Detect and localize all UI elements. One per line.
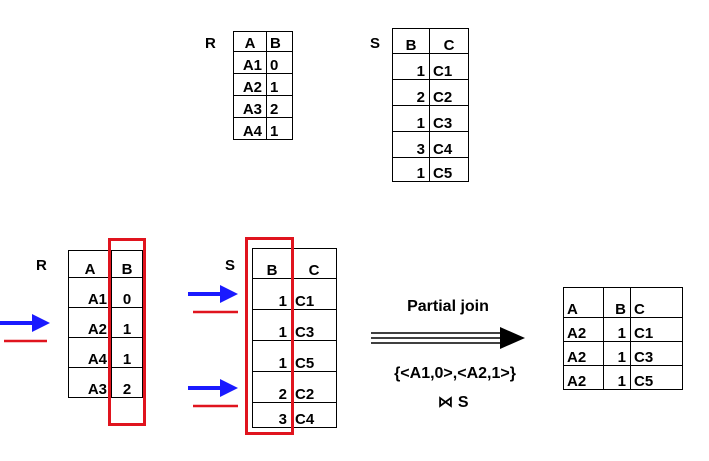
cell-a: A2 (233, 73, 267, 96)
cell-c: C3 (429, 105, 469, 132)
cell-b: 3 (392, 131, 430, 158)
cell-a: A1 (233, 51, 267, 74)
r-b-column-highlight (108, 238, 146, 426)
cell-b: 1 (603, 317, 631, 342)
cell-c: C1 (630, 317, 683, 342)
table-row: A1 0 (68, 277, 143, 308)
table-row: A2 1 C5 (563, 365, 683, 390)
header-b: B (603, 287, 631, 318)
s-pointer-arrow-1-icon (188, 285, 238, 303)
cell-b: 2 (111, 367, 143, 398)
cell-a: A3 (68, 367, 112, 398)
header-b: B (111, 250, 143, 278)
table-row: 1 C5 (392, 157, 469, 182)
table-row: 3 C4 (252, 402, 337, 428)
cell-a: A2 (563, 341, 604, 366)
join-with-s: ⋈ S (437, 394, 469, 411)
table-row: A4 1 (233, 117, 293, 140)
partial-join-arrow-icon (371, 327, 525, 349)
table-row: A2 1 C3 (563, 341, 683, 366)
cell-b: 1 (266, 117, 293, 140)
cell-b: 1 (111, 337, 143, 368)
table-row: 3 C4 (392, 131, 469, 158)
bottom-r-label: R (36, 257, 47, 274)
header-c: C (630, 287, 683, 318)
cell-c: C4 (429, 131, 469, 158)
cell-c: C4 (291, 402, 337, 428)
table-row: A3 2 (233, 95, 293, 118)
cell-c: C3 (291, 309, 337, 341)
top-s-table: B C 1 C1 2 C2 1 C3 3 C4 1 C5 (392, 28, 469, 182)
cell-a: A4 (233, 117, 267, 140)
cell-b: 1 (252, 309, 292, 341)
partial-join-label: Partial join (407, 298, 489, 315)
table-row: 1 C3 (392, 105, 469, 132)
bottom-s-table: B C 1 C1 1 C3 1 C5 2 C2 3 C4 (252, 248, 337, 428)
table-row: A2 1 (233, 73, 293, 96)
bottom-r-table: A B A1 0 A2 1 A4 1 A3 2 (68, 250, 143, 398)
table-row: A3 2 (68, 367, 143, 398)
cell-a: A2 (563, 317, 604, 342)
s-b-column-highlight (245, 237, 294, 435)
cell-c: C3 (630, 341, 683, 366)
table-header-row: A B C (563, 287, 683, 318)
s-pointer-arrow-2-icon (188, 379, 238, 397)
cell-b: 1 (603, 341, 631, 366)
cell-a: A2 (563, 365, 604, 390)
cell-c: C1 (429, 53, 469, 80)
result-table: A B C A2 1 C1 A2 1 C3 A2 1 C5 (563, 287, 683, 390)
cell-c: C5 (630, 365, 683, 390)
table-row: A2 1 C1 (563, 317, 683, 342)
cell-b: 1 (392, 105, 430, 132)
cell-c: C2 (291, 371, 337, 403)
header-b: B (252, 248, 292, 279)
top-r-label: R (205, 35, 216, 52)
bottom-s-label: S (225, 257, 236, 274)
cell-a: A3 (233, 95, 267, 118)
cell-b: 1 (603, 365, 631, 390)
table-row: 2 C2 (252, 371, 337, 403)
semijoin-expression: {<A1,0>,<A2,1>} (394, 365, 516, 382)
r-pointer-arrow-icon (0, 314, 50, 332)
table-row: 1 C3 (252, 309, 337, 341)
cell-c: C5 (429, 157, 469, 182)
top-r-table: A B A1 0 A2 1 A3 2 A4 1 (233, 31, 293, 140)
top-s-label: S (370, 35, 381, 52)
header-a: A (563, 287, 604, 318)
cell-b: 3 (252, 402, 292, 428)
cell-b: 1 (252, 278, 292, 310)
